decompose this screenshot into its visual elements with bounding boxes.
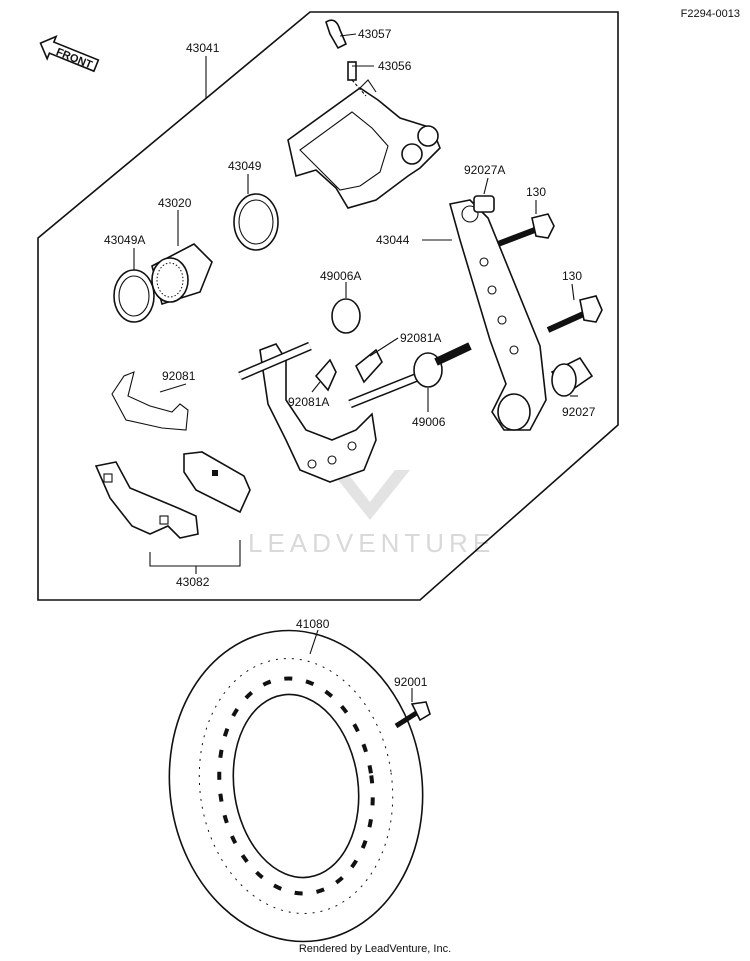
label-92027: 92027 [562, 405, 596, 419]
dust-seal [113, 269, 155, 323]
label-92081a-upper: 92081A [400, 331, 441, 345]
collar-small [473, 195, 495, 213]
bolt-130-lower [546, 295, 603, 333]
label-43057: 43057 [358, 27, 392, 41]
front-arrow-icon: FRONT [39, 35, 100, 73]
label-92001: 92001 [394, 675, 428, 689]
watermark-logo [330, 470, 410, 520]
label-49006: 49006 [412, 415, 446, 429]
label-92081: 92081 [162, 369, 196, 383]
brake-pad-inner [183, 451, 251, 514]
bleeder-valve [347, 61, 367, 97]
watermark-text: LEADVENTURE [248, 528, 495, 558]
brake-pad-outer [94, 461, 199, 539]
brake-disc [168, 629, 424, 943]
label-43049: 43049 [228, 159, 262, 173]
assembly-outline [37, 11, 619, 601]
boot-upper [331, 298, 361, 334]
bleeder-cap [325, 19, 348, 50]
piston [151, 243, 213, 306]
disc-bolt [394, 701, 431, 729]
pad-bracket-line [149, 540, 241, 567]
spring-clip-b [354, 348, 383, 384]
diagram-code: F2294-0013 [680, 8, 740, 20]
label-43056: 43056 [378, 59, 412, 73]
label-49006a: 49006A [320, 269, 361, 283]
leader-lines [133, 33, 578, 702]
label-92081a-lower: 92081A [288, 395, 329, 409]
label-43020: 43020 [158, 196, 192, 210]
label-130-lower: 130 [562, 269, 582, 283]
label-43049a: 43049A [104, 233, 145, 247]
caliper-bracket [448, 199, 547, 431]
footer-credit: Rendered by LeadVenture, Inc. [298, 943, 452, 955]
pad-holder-bracket [238, 341, 422, 483]
label-43044: 43044 [376, 233, 410, 247]
bolt-130-upper [496, 213, 555, 247]
label-92027a: 92027A [464, 163, 505, 177]
label-41080: 41080 [296, 617, 330, 631]
caliper-body [287, 79, 441, 209]
pin-lower [434, 342, 472, 366]
label-43041: 43041 [186, 41, 220, 55]
label-43082: 43082 [176, 575, 210, 589]
spring-clip-a [314, 358, 337, 392]
boot-lower [413, 352, 443, 388]
collar-large [550, 356, 594, 397]
anti-rattle-spring [111, 371, 189, 431]
piston-seal [233, 193, 279, 251]
label-130-upper: 130 [526, 185, 546, 199]
